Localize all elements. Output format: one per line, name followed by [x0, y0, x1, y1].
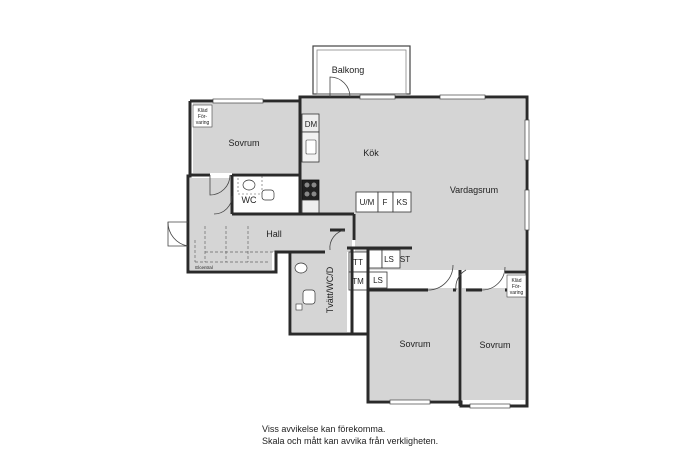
- living-room-label: Vardagsrum: [450, 185, 498, 195]
- svg-text:varing: varing: [510, 290, 524, 296]
- bedroom-3-label: Sovrum: [479, 340, 510, 350]
- laundry-label: Tvätt/WC/D: [325, 266, 335, 313]
- fixture-st: ST: [400, 255, 410, 264]
- bedroom-2-label: Sovrum: [399, 339, 430, 349]
- fixture-f: F: [383, 198, 388, 207]
- svg-text:varing: varing: [196, 120, 210, 126]
- wardrobe-right: Kläd För- varing: [506, 274, 527, 298]
- disclaimer-line-2: Skala och mått kan avvika från verklighe…: [262, 436, 439, 446]
- fixture-dm: DM: [305, 120, 318, 129]
- doors: [167, 76, 506, 291]
- wardrobe-top: Kläd För- varing: [192, 104, 213, 128]
- disclaimer-line-1: Viss avvikelse kan förekomma.: [262, 424, 386, 434]
- balcony-area: [312, 45, 411, 95]
- balcony-label: Balkong: [332, 65, 365, 75]
- fixture-ks: KS: [397, 198, 408, 207]
- fixture-um: U/M: [360, 198, 375, 207]
- svg-text:För-: För-: [198, 114, 208, 120]
- electrical-label: Elcentral: [195, 265, 213, 270]
- fixture-ls-2: LS: [373, 276, 383, 285]
- fixture-ls-1: LS: [384, 255, 394, 264]
- fixtures: [194, 113, 412, 311]
- disclaimer: Viss avvikelse kan förekomma. Skala och …: [262, 423, 438, 447]
- windows: [212, 94, 530, 409]
- fixture-tm: TM: [352, 277, 364, 286]
- kitchen-label: Kök: [363, 148, 379, 158]
- svg-text:Kläd: Kläd: [511, 278, 521, 284]
- svg-text:Kläd: Kläd: [197, 108, 207, 114]
- bedroom-1-label: Sovrum: [228, 138, 259, 148]
- svg-text:För-: För-: [512, 284, 522, 290]
- hall-label: Hall: [266, 229, 282, 239]
- fixture-tt: TT: [353, 258, 363, 267]
- wc-label: WC: [242, 195, 257, 205]
